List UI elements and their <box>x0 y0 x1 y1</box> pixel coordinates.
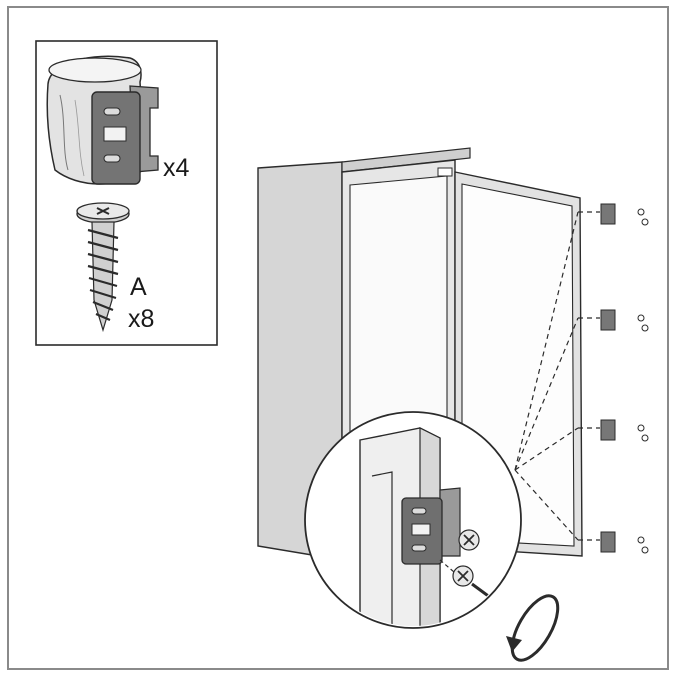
bracket-quantity: x4 <box>163 154 190 182</box>
screw-letter: A <box>130 273 147 301</box>
screw-icon <box>76 202 130 333</box>
rotation-arrow-icon <box>506 594 560 662</box>
door-bracket <box>600 203 649 226</box>
detail-magnifier <box>304 411 560 662</box>
door-bracket <box>600 309 649 332</box>
screw-quantity: x8 <box>128 305 154 333</box>
door-bracket <box>600 419 649 442</box>
parts-inset: x4 A x8 <box>35 40 218 346</box>
alignment-guides <box>514 211 600 541</box>
bracket-bag-icon <box>46 55 159 185</box>
door-bracket <box>600 531 649 554</box>
